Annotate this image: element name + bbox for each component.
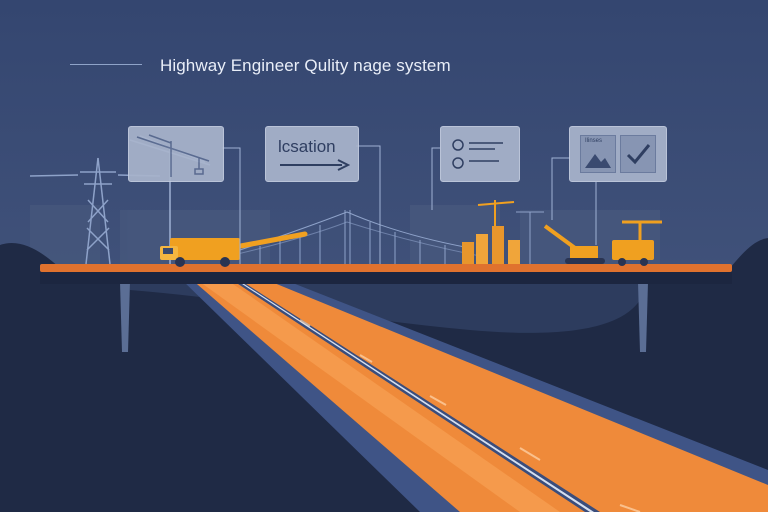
highway-centerline: [236, 280, 594, 512]
mountain-icon: [585, 154, 611, 168]
left-pier: [120, 282, 130, 352]
page-title: Highway Engineer Qulity nage system: [160, 56, 451, 75]
bridge-girder: [40, 272, 732, 284]
title-rule: [70, 64, 142, 65]
suspension-bridge: [219, 210, 481, 264]
highway-road: [190, 278, 768, 512]
right-pier: [638, 282, 648, 352]
right-hill: [730, 238, 768, 268]
checklist-panel[interactable]: [440, 126, 520, 182]
terrain-thumbnail: Ilinses: [580, 135, 616, 173]
bridge-deck: [40, 264, 732, 272]
panel-connectors: [222, 145, 597, 264]
location-panel[interactable]: lcsation: [265, 126, 359, 182]
excavator: [543, 224, 605, 264]
check-thumbnail: [620, 135, 656, 173]
crane-truck: [160, 231, 308, 267]
lane-dashes: [299, 319, 641, 512]
highway-lane-left: [200, 282, 560, 512]
checkmark-icon: [626, 144, 651, 165]
crane-panel[interactable]: [128, 126, 224, 182]
left-hill: [0, 242, 60, 268]
terrain-panel[interactable]: Ilinses: [569, 126, 667, 182]
pumpjack: [612, 220, 662, 266]
tower-crane-icon: [136, 134, 210, 177]
arrow-right-icon: [280, 159, 350, 171]
location-label: lcsation: [278, 137, 336, 156]
checklist-icon: [452, 139, 503, 169]
terrain-label: Ilinses: [585, 138, 603, 144]
construction-site: [462, 200, 544, 264]
